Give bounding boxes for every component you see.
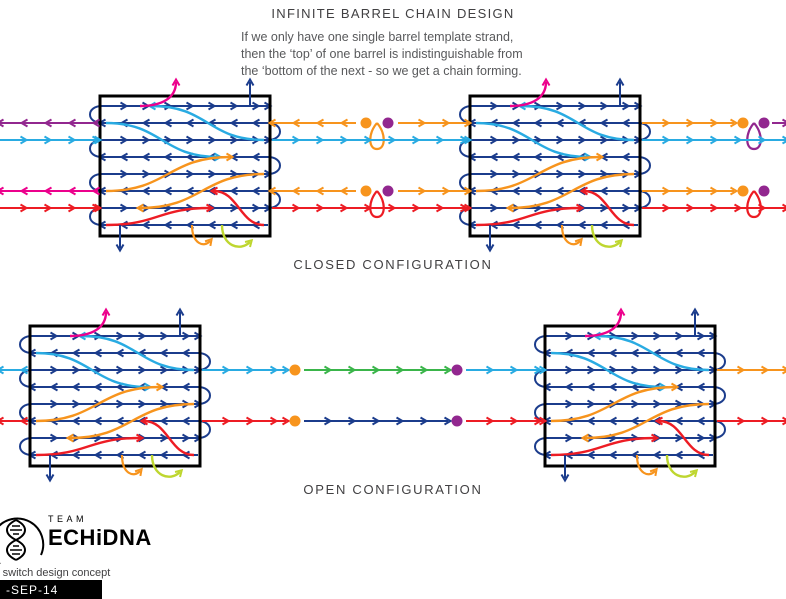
date-bar: -SEP-14 [0,580,102,599]
logo-caption: ve switch design concept [0,567,111,579]
open-configuration-label: OPEN CONFIGURATION [303,482,483,497]
description: If we only have one single barrel templa… [241,29,581,79]
open-configuration-diagram [0,307,786,483]
logo-name: ECHiDNA [48,525,152,550]
barrel [534,307,726,483]
barrel [19,307,211,483]
description-line-1: If we only have one single barrel templa… [241,30,514,44]
logo-team-label: TEAM [48,514,88,524]
barrel [89,77,281,253]
dna-helix-icon [0,517,45,564]
description-line-3: the ‘bottom of the next - so we get a ch… [241,63,522,78]
team-echidna-logo: TEAM ECHiDNA ve switch design concept -S… [0,507,240,599]
closed-configuration-label: CLOSED CONFIGURATION [293,257,493,272]
date-text: -SEP-14 [6,582,59,597]
page-title: INFINITE BARREL CHAIN DESIGN [271,6,515,21]
description-line-2: then the ‘top’ of one barrel is indistin… [241,46,523,61]
closed-configuration-diagram [0,77,786,253]
barrel [459,77,651,253]
logo-text: TEAM ECHiDNA [48,514,152,551]
